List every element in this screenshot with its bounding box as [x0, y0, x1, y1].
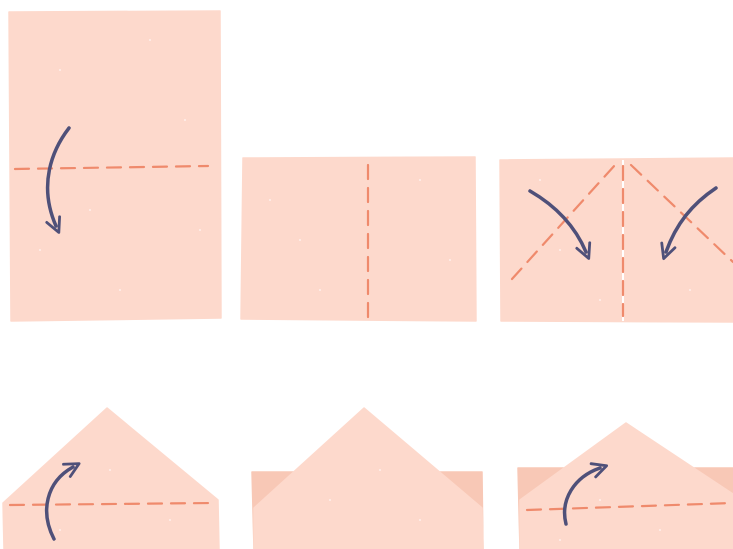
speckle	[299, 239, 301, 241]
step-6-paper	[520, 423, 733, 549]
speckle	[59, 69, 61, 71]
speckle	[419, 519, 421, 521]
speckle	[199, 229, 201, 231]
speckle	[559, 249, 561, 251]
speckle	[689, 289, 691, 291]
speckle	[319, 289, 321, 291]
step-4-paper	[3, 408, 219, 549]
step-6	[518, 423, 733, 549]
speckle	[539, 179, 541, 181]
step-1	[9, 11, 221, 321]
speckle	[329, 499, 331, 501]
speckle	[109, 469, 111, 471]
speckle	[379, 469, 381, 471]
speckle	[449, 259, 451, 261]
step-2	[241, 157, 476, 321]
speckle	[184, 119, 186, 121]
speckle	[119, 289, 121, 291]
speckle	[419, 179, 421, 181]
step-2-paper	[241, 157, 476, 321]
speckle	[659, 529, 661, 531]
speckle	[599, 499, 601, 501]
step-3-paper	[500, 158, 733, 322]
speckle	[39, 249, 41, 251]
step-3	[500, 158, 733, 322]
speckle	[169, 519, 171, 521]
speckle	[89, 209, 91, 211]
speckle	[559, 539, 561, 541]
step-4	[3, 408, 219, 549]
speckle	[269, 199, 271, 201]
speckle	[59, 529, 61, 531]
step-5	[252, 408, 483, 549]
speckle	[599, 299, 601, 301]
speckle	[149, 39, 151, 41]
